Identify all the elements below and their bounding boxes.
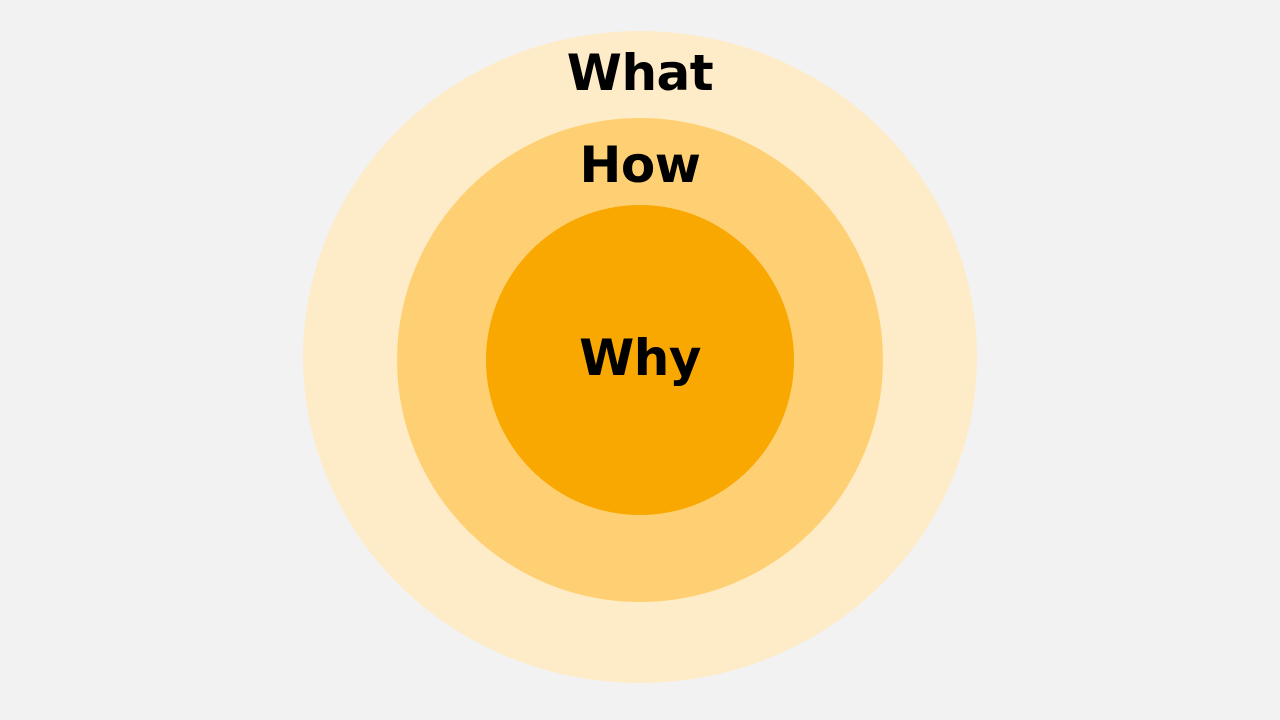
label-how: How <box>579 136 701 194</box>
inner-circle-why <box>486 205 794 515</box>
label-what: What <box>566 44 714 102</box>
label-why: Why <box>579 329 701 387</box>
